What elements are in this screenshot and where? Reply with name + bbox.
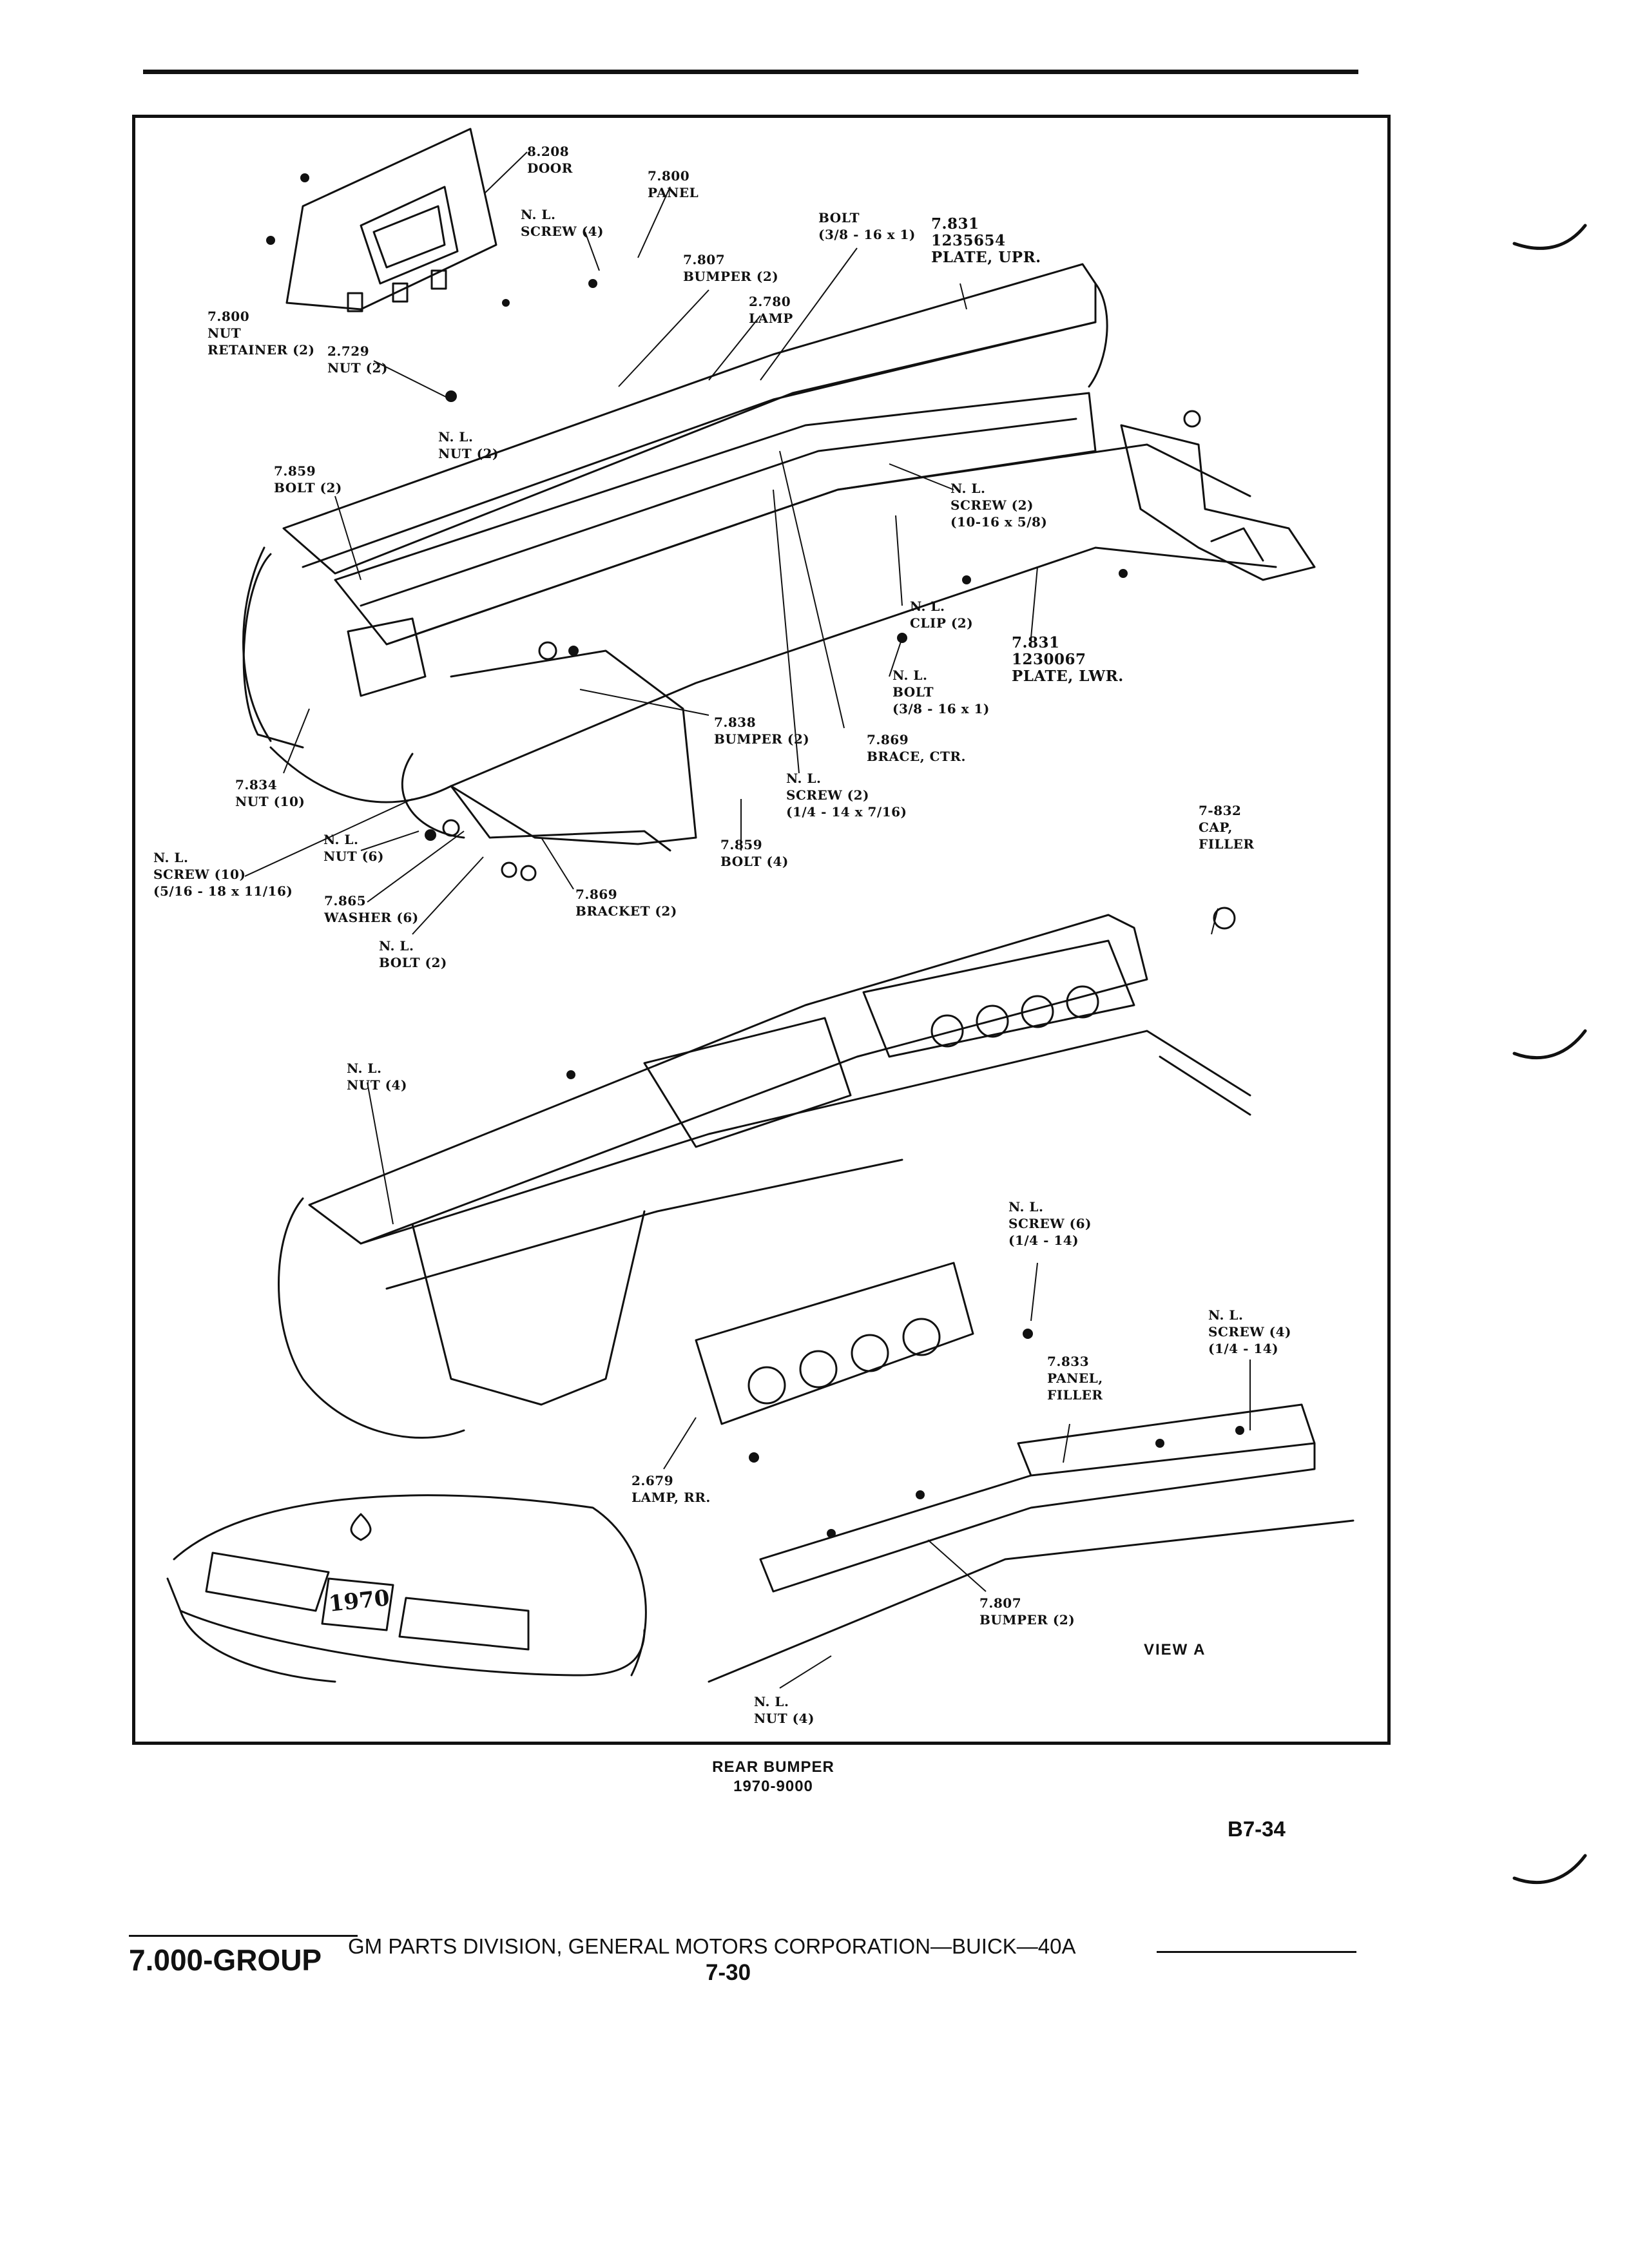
upper-side-bracket-drawing xyxy=(1120,424,1316,581)
lower-bumper-drawing xyxy=(278,914,1251,1439)
fasteners xyxy=(266,173,1244,1538)
callout-bolt: BOLT(3/8 - 16 x 1) xyxy=(818,210,916,242)
footer-page-number: 7-30 xyxy=(706,1960,751,1985)
binder-hole-marks xyxy=(1512,224,1587,1884)
callout-nl-screw-4: N. L.SCREW (4) xyxy=(521,207,604,239)
callout-nl-nut-6: N. L.NUT (6) xyxy=(323,832,384,864)
callout-nl-nut-4-view-a: N. L.NUT (4) xyxy=(754,1694,815,1726)
callout-nl-screw-6: N. L.SCREW (6)(1/4 - 14) xyxy=(1008,1199,1092,1248)
filler-panel-drawing xyxy=(708,1403,1354,1683)
callout-nl-clip: N. L.CLIP (2) xyxy=(910,599,974,631)
upper-bumper-drawing xyxy=(242,263,1277,852)
illustration-frame xyxy=(132,115,1391,1745)
callout-nl-screw-2-upper: N. L.SCREW (2)(10-16 x 5/8) xyxy=(950,481,1048,530)
footer-group: 7.000-GROUP xyxy=(129,1943,322,1977)
footer-rule-right xyxy=(1157,1951,1356,1953)
leader-lines xyxy=(244,151,1251,1689)
callout-nl-nut-2: N. L.NUT (2) xyxy=(438,429,499,461)
view-a-label: VIEW A xyxy=(1144,1641,1206,1658)
figure-code: B7-34 xyxy=(1228,1817,1286,1841)
binder-mark-1 xyxy=(1512,224,1587,250)
top-rule xyxy=(143,70,1358,74)
callout-nl-nut-4-upper: N. L.NUT (4) xyxy=(347,1061,407,1093)
callout-nl-screw-4-view-a: N. L.SCREW (4)(1/4 - 14) xyxy=(1208,1307,1291,1356)
license-door-drawing xyxy=(285,128,497,312)
washers xyxy=(442,410,1236,930)
footer-rule-left xyxy=(129,1935,358,1937)
callout-nl-screw-10: N. L.SCREW (10)(5/16 - 18 x 11/16) xyxy=(153,850,293,899)
caption-title: REAR BUMPER xyxy=(712,1758,834,1776)
callout-nl-bolt-2: N. L.BOLT (2) xyxy=(379,938,447,970)
binder-mark-2 xyxy=(1512,1029,1587,1059)
caption-code: 1970-9000 xyxy=(733,1778,813,1795)
callout-nl-bolt-3-8: N. L.BOLT(3/8 - 16 x 1) xyxy=(892,668,990,716)
figure-caption: REAR BUMPER 1970-9000 xyxy=(644,1758,902,1796)
car-rear-drawing xyxy=(166,1494,647,1683)
binder-mark-3 xyxy=(1512,1854,1587,1884)
callout-nl-screw-2-lower: N. L.SCREW (2)(1/4 - 14 x 7/16) xyxy=(786,771,907,820)
footer-division: GM PARTS DIVISION, GENERAL MOTORS CORPOR… xyxy=(348,1934,1076,1958)
